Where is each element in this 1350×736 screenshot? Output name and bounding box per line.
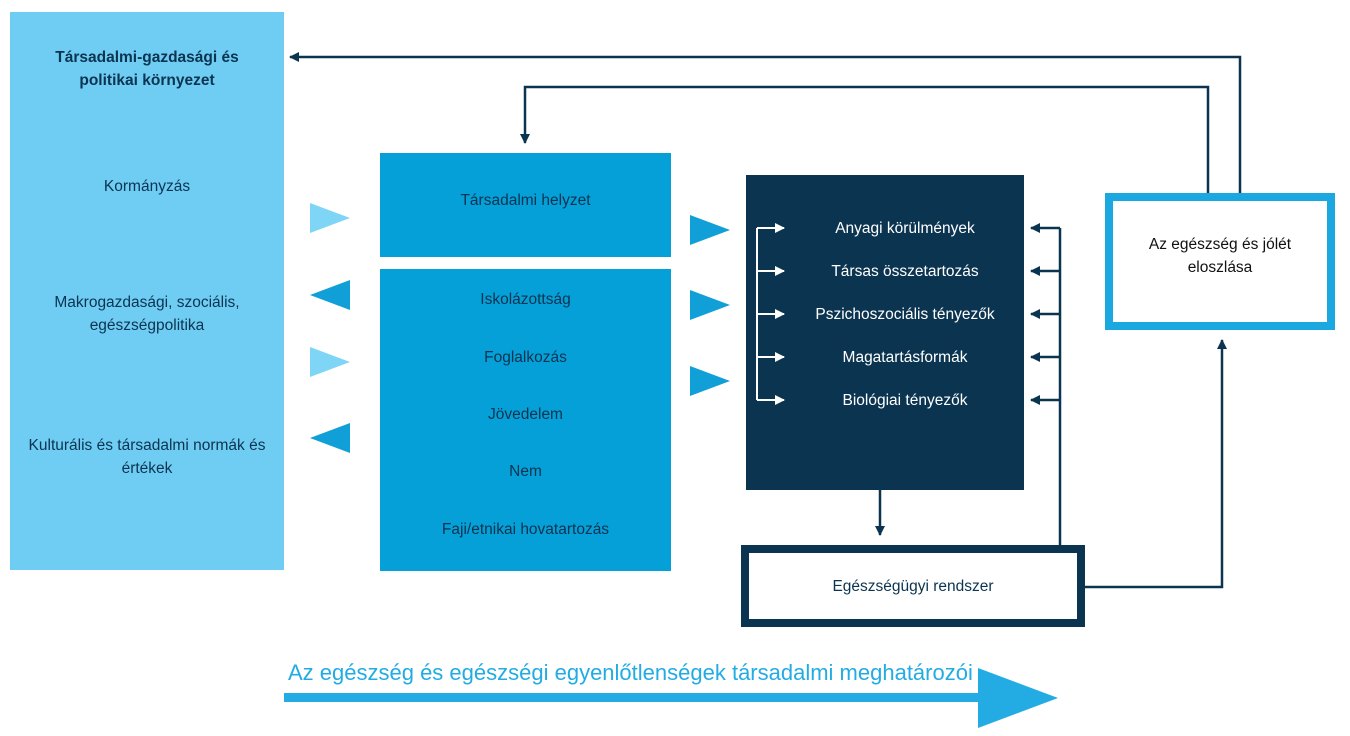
social-position-box: [380, 153, 671, 257]
arrow-health-system-to-outcome: [1085, 339, 1227, 589]
bottom-arrow-shaft: [284, 693, 984, 702]
factor-ethnicity: Faji/etnikai hovatartozás: [441, 521, 610, 538]
triangle-right-1: [310, 203, 350, 233]
triangle-right-4: [690, 290, 730, 320]
bottom-arrow-head: [978, 668, 1058, 728]
context-item-policy: Makrogazdasági, szociális, egészségpolit…: [54, 294, 240, 334]
context-box: [10, 12, 284, 570]
outcome-box: [1105, 193, 1335, 330]
context-item-norms: Kulturális és társadalmi normák és érték…: [28, 437, 266, 477]
triangle-right-2: [310, 347, 350, 377]
factor-occupation: Foglalkozás: [484, 349, 567, 366]
intermediary-box: [746, 175, 1024, 490]
triangle-left-1: [310, 280, 350, 310]
footer-title: Az egészség és egészségi egyenlőtlensége…: [288, 660, 973, 685]
intermediary-social-cohesion: Társas összetartozás: [831, 263, 979, 280]
social-position-title: Társadalmi helyzet: [460, 192, 591, 209]
intermediary-material: Anyagi körülmények: [835, 220, 975, 237]
factor-gender: Nem: [509, 463, 542, 480]
triangle-left-2: [310, 423, 350, 453]
health-system-box: [741, 545, 1085, 627]
context-heading: Társadalmi-gazdasági és politikai környe…: [55, 49, 239, 89]
feedback-arrow-to-social-position: [520, 85, 1210, 193]
intermediary-behaviour: Magatartásformák: [842, 349, 968, 366]
triangle-right-3: [690, 215, 730, 245]
factor-education: Iskolázottság: [480, 291, 571, 308]
intermediary-biological: Biológiai tényezők: [842, 392, 968, 409]
triangle-right-5: [690, 366, 730, 396]
outcome-label: Az egészség és jólét eloszlása: [1148, 236, 1292, 276]
context-item-governance: Kormányzás: [103, 178, 191, 195]
social-position-factors-box: [380, 269, 671, 571]
feedback-arrow-to-context: [289, 52, 1242, 193]
factor-income: Jövedelem: [488, 406, 563, 423]
intermediary-psychosocial: Pszichoszociális tényezők: [815, 306, 995, 323]
health-system-label: Egészségügyi rendszer: [832, 578, 994, 595]
